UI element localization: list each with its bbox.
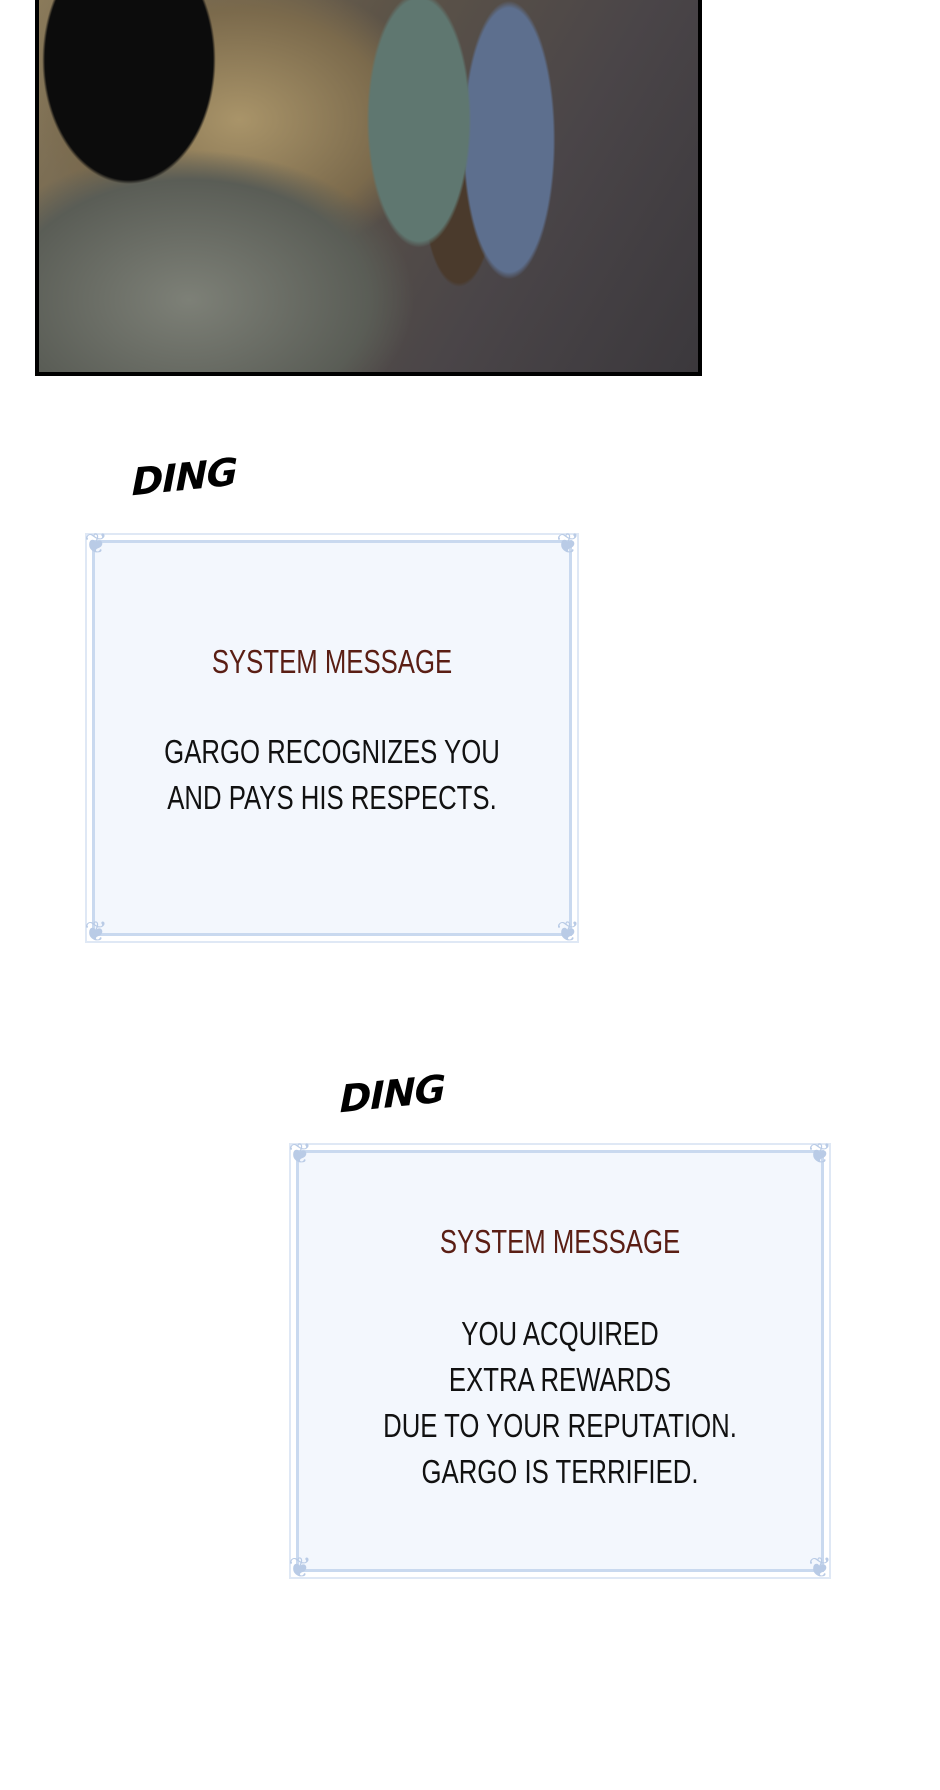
ornament-corner-icon: ❦ (288, 1138, 312, 1169)
ornament-corner-icon: ❦ (288, 1552, 312, 1583)
comic-panel-image (35, 0, 702, 376)
message-body-line: AND PAYS HIS RESPECTS. (167, 779, 497, 816)
message-body-line: GARGO RECOGNIZES YOU (164, 733, 500, 770)
ornament-corner-icon: ❦ (556, 528, 580, 559)
sfx-ding: DING (339, 1066, 445, 1122)
message-body-line: YOU ACQUIRED (461, 1315, 659, 1352)
system-message-box: ❦ ❦ ❦ ❦ SYSTEM MESSAGE GARGO RECOGNIZES … (84, 528, 579, 947)
message-body-line: GARGO IS TERRIFIED. (421, 1453, 699, 1490)
sfx-ding: DING (131, 449, 237, 505)
ornament-corner-icon: ❦ (808, 1552, 832, 1583)
message-title: SYSTEM MESSAGE (439, 1223, 681, 1260)
message-body-line: EXTRA REWARDS (448, 1361, 672, 1398)
ornament-corner-icon: ❦ (84, 916, 108, 947)
system-message-box: ❦ ❦ ❦ ❦ SYSTEM MESSAGE YOU ACQUIRED EXTR… (288, 1138, 831, 1583)
ornament-corner-icon: ❦ (556, 916, 580, 947)
message-title: SYSTEM MESSAGE (211, 643, 453, 680)
ornament-corner-icon: ❦ (84, 528, 108, 559)
message-body-line: DUE TO YOUR REPUTATION. (383, 1407, 737, 1444)
ornament-corner-icon: ❦ (808, 1138, 832, 1169)
